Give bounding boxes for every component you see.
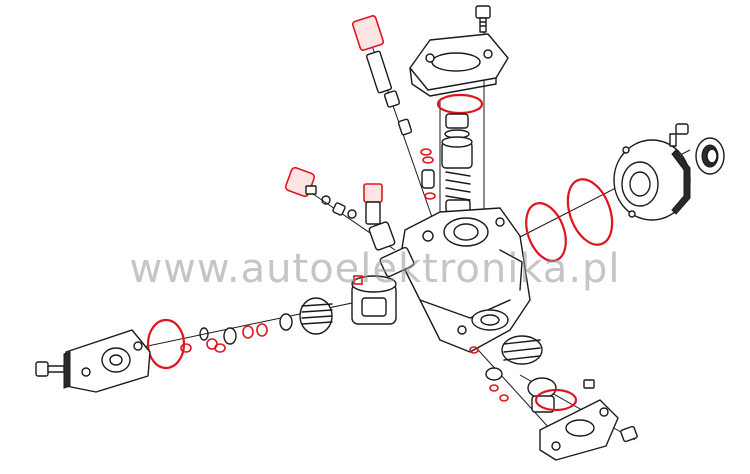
top-bolt xyxy=(475,5,491,33)
lower-piston-element xyxy=(527,377,557,413)
top-cover-plate xyxy=(409,33,509,97)
left-spring-piston xyxy=(279,297,333,335)
side-valve-assembly xyxy=(284,166,357,219)
right-large-oring-1 xyxy=(525,202,567,262)
top-oring-seal xyxy=(436,93,484,115)
assembly-axes xyxy=(104,20,691,441)
flange-bolt xyxy=(669,123,689,147)
pump-housing xyxy=(399,207,531,353)
pressure-control-valve xyxy=(351,246,415,325)
shaft-seal xyxy=(695,137,725,175)
left-cover-plate xyxy=(63,329,151,393)
upper-plug-assembly xyxy=(351,15,436,200)
pressure-valve-tube xyxy=(363,183,396,251)
drive-flange xyxy=(613,139,691,221)
top-piston-element xyxy=(441,113,473,213)
lower-bolts xyxy=(583,379,638,443)
lower-cover-plate xyxy=(539,399,619,461)
lower-spring-piston xyxy=(469,335,543,402)
right-large-oring-2 xyxy=(566,178,614,246)
left-oring-seal xyxy=(146,318,186,370)
left-bolt xyxy=(35,361,65,377)
lower-oring-seal xyxy=(534,388,578,412)
left-seal-stack xyxy=(180,323,268,353)
